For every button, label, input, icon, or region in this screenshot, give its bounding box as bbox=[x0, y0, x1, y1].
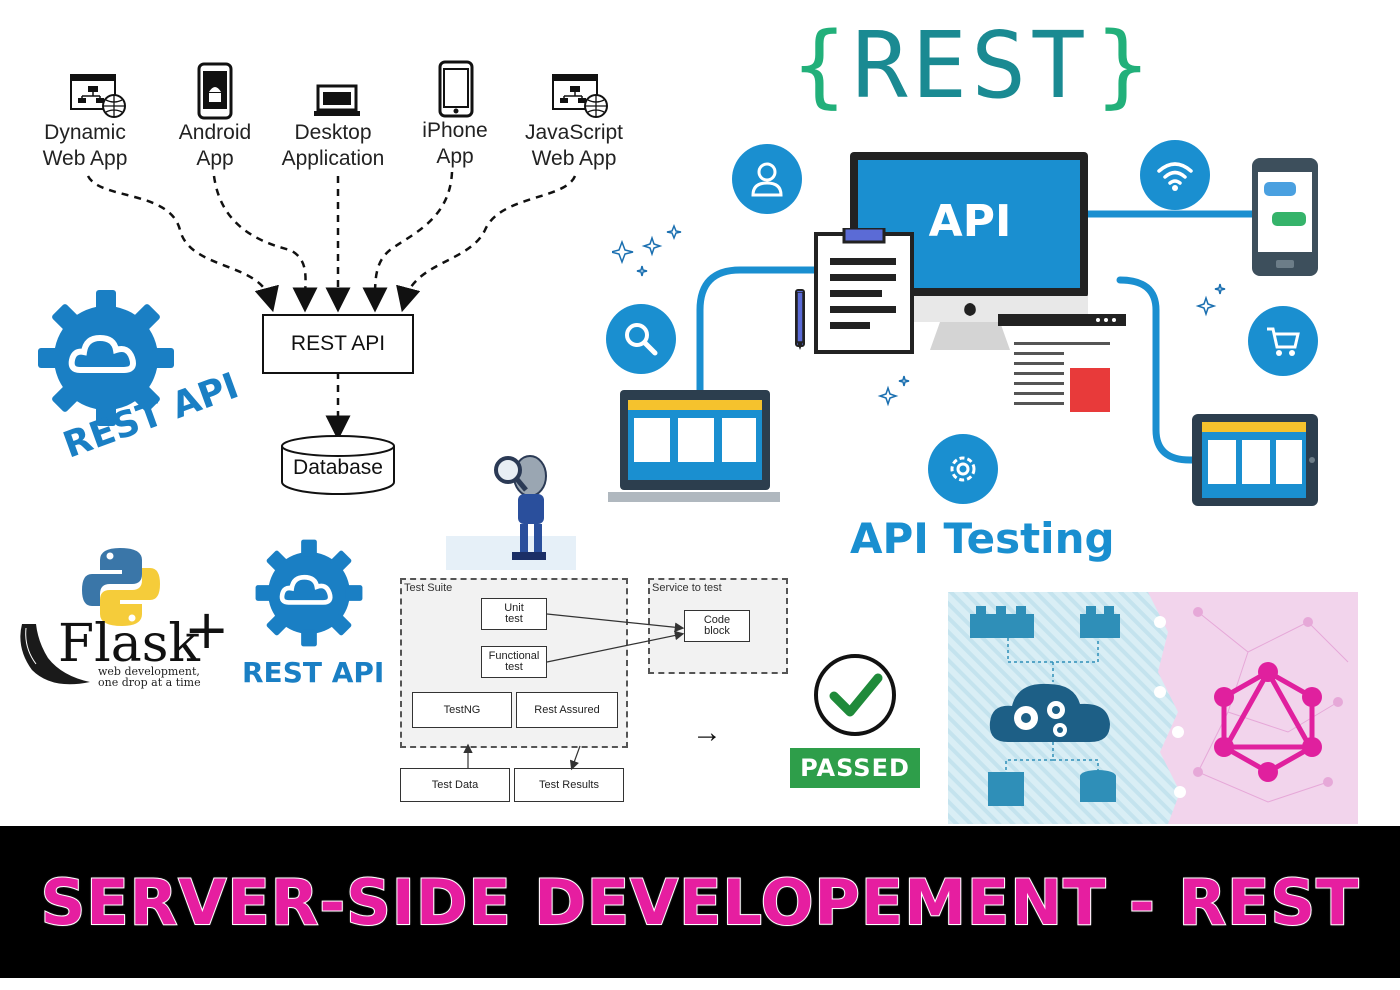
rest-logo-text: REST bbox=[852, 11, 1090, 119]
api-connection-lines bbox=[696, 210, 1256, 464]
laptop-icon bbox=[608, 388, 780, 506]
client-label-desktop-application: Desktop Application bbox=[281, 121, 385, 170]
rest-logo-brace-close: } bbox=[1095, 12, 1150, 118]
iphone-icon bbox=[438, 60, 474, 118]
cloud-gear-icon bbox=[254, 538, 364, 648]
code-block-box: Code block bbox=[684, 610, 750, 642]
sparkle-icon bbox=[876, 374, 916, 408]
rest-api-box-label: REST API bbox=[290, 332, 386, 355]
web-app-icon bbox=[70, 74, 126, 118]
tablet-icon bbox=[1190, 412, 1320, 508]
settings-gear-icon bbox=[928, 434, 998, 504]
title-banner: SERVER-SIDE DEVELOPEMENT - REST bbox=[0, 826, 1400, 978]
cloud-gear-icon bbox=[36, 288, 176, 428]
search-icon bbox=[606, 304, 676, 374]
check-icon bbox=[812, 652, 898, 738]
plus-sign: + bbox=[184, 598, 230, 661]
testng-box: TestNG bbox=[412, 692, 512, 728]
flask-horn-icon bbox=[12, 618, 92, 688]
test-results-box: Test Results bbox=[514, 768, 624, 802]
pen-icon bbox=[794, 291, 806, 352]
python-logo bbox=[80, 546, 162, 628]
unit-test-box: Unit test bbox=[481, 598, 547, 630]
desktop-app-icon bbox=[313, 84, 361, 118]
banner-title: SERVER-SIDE DEVELOPEMENT - REST bbox=[40, 865, 1360, 940]
client-connectors bbox=[86, 171, 577, 441]
passed-stamp: PASSED bbox=[790, 748, 920, 788]
sparkle-icon bbox=[1194, 282, 1234, 322]
functional-test-box: Functional test bbox=[481, 646, 547, 678]
client-label-android-app: Android App bbox=[178, 121, 252, 170]
clipboard-icon bbox=[794, 226, 924, 358]
android-phone-icon bbox=[197, 62, 233, 120]
robot-inspector-icon bbox=[446, 450, 576, 570]
test-diagram-arrows bbox=[463, 613, 685, 771]
api-testing-label: API Testing bbox=[850, 514, 1115, 563]
client-label-iphone-app: iPhone App bbox=[422, 119, 488, 168]
flask-tagline: web development, one drop at a time bbox=[98, 665, 201, 689]
smartphone-icon bbox=[1250, 156, 1320, 278]
client-label-javascript-web-app: JavaScript Web App bbox=[524, 121, 624, 170]
rest-api-badge-label: REST API bbox=[242, 656, 385, 689]
client-label-dynamic-web-app: Dynamic Web App bbox=[42, 121, 128, 170]
arrow-right: → bbox=[692, 716, 722, 749]
service-title: Service to test bbox=[652, 582, 722, 594]
sparkle-icon bbox=[610, 222, 692, 282]
test-data-box: Test Data bbox=[400, 768, 510, 802]
rest-logo-brace-open: { bbox=[792, 12, 847, 118]
rest-logo: { REST } bbox=[792, 10, 1152, 120]
api-screen-label: API bbox=[928, 196, 1012, 247]
rest-assured-box: Rest Assured bbox=[516, 692, 618, 728]
test-suite-title: Test Suite bbox=[404, 582, 453, 594]
passed-label: PASSED bbox=[800, 754, 910, 782]
flask-name: Flask bbox=[58, 614, 200, 674]
rest-api-box: REST API bbox=[262, 314, 414, 374]
database-label: Database bbox=[293, 456, 383, 479]
document-window bbox=[998, 312, 1128, 422]
database-cylinder: Database bbox=[280, 434, 396, 496]
javascript-web-app-icon bbox=[552, 74, 608, 118]
wifi-icon bbox=[1140, 140, 1210, 210]
user-icon bbox=[732, 144, 802, 214]
cart-icon bbox=[1248, 306, 1318, 376]
rest-graphql-illustration bbox=[948, 592, 1358, 824]
